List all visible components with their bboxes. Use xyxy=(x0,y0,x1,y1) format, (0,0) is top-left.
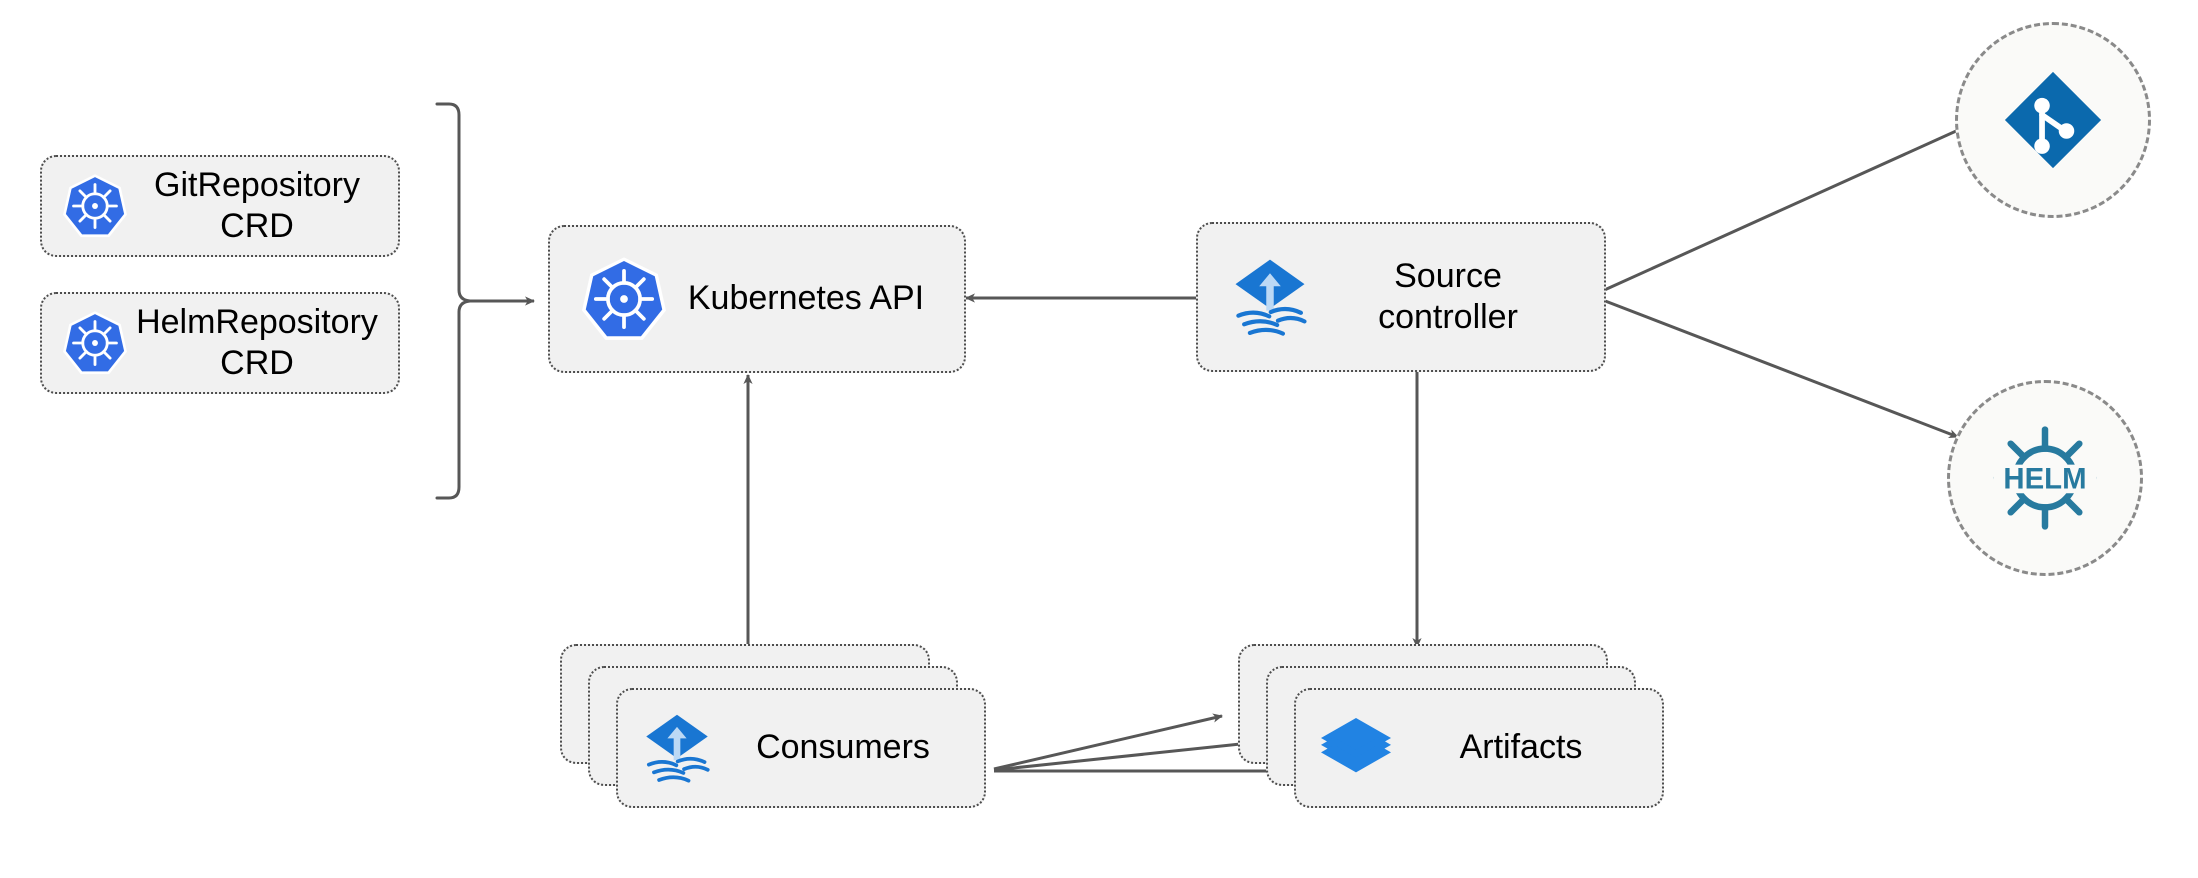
helm-icon: HELM xyxy=(1984,417,2106,539)
node-source-controller[interactable]: Source controller xyxy=(1196,222,1606,372)
kubernetes-icon xyxy=(578,253,670,345)
node-label: GitRepository CRD xyxy=(154,165,360,245)
node-label: Source controller xyxy=(1378,256,1518,336)
layers-icon xyxy=(1316,708,1396,788)
node-helm-source[interactable]: HELM xyxy=(1947,380,2143,576)
node-label: HelmRepository CRD xyxy=(136,302,378,382)
git-icon xyxy=(1999,66,2107,174)
node-git-repository-crd[interactable]: GitRepository CRD xyxy=(40,155,400,257)
flux-icon xyxy=(636,707,718,789)
node-kubernetes-api[interactable]: Kubernetes API xyxy=(548,225,966,373)
kubernetes-icon xyxy=(60,171,130,241)
crd-group-bracket xyxy=(435,102,472,500)
edge-source-controller-to-helm xyxy=(1599,297,1959,439)
node-label: Artifacts xyxy=(1459,728,1583,767)
node-label: Consumers xyxy=(756,728,930,767)
helm-wordmark: HELM xyxy=(2003,462,2086,495)
node-label: Kubernetes API xyxy=(687,279,925,318)
edge-source-controller-to-git xyxy=(1599,125,1966,294)
flux-icon xyxy=(1224,251,1316,343)
edge-consumers-to-artifacts-mid xyxy=(993,739,1251,772)
artifacts-stack-card-front[interactable]: Artifacts xyxy=(1294,688,1664,808)
kubernetes-icon xyxy=(60,308,130,378)
edge-consumers-to-artifacts-back xyxy=(993,713,1223,771)
node-helm-repository-crd[interactable]: HelmRepository CRD xyxy=(40,292,400,394)
consumers-stack-card-front[interactable]: Consumers xyxy=(616,688,986,808)
node-git-source[interactable] xyxy=(1955,22,2151,218)
